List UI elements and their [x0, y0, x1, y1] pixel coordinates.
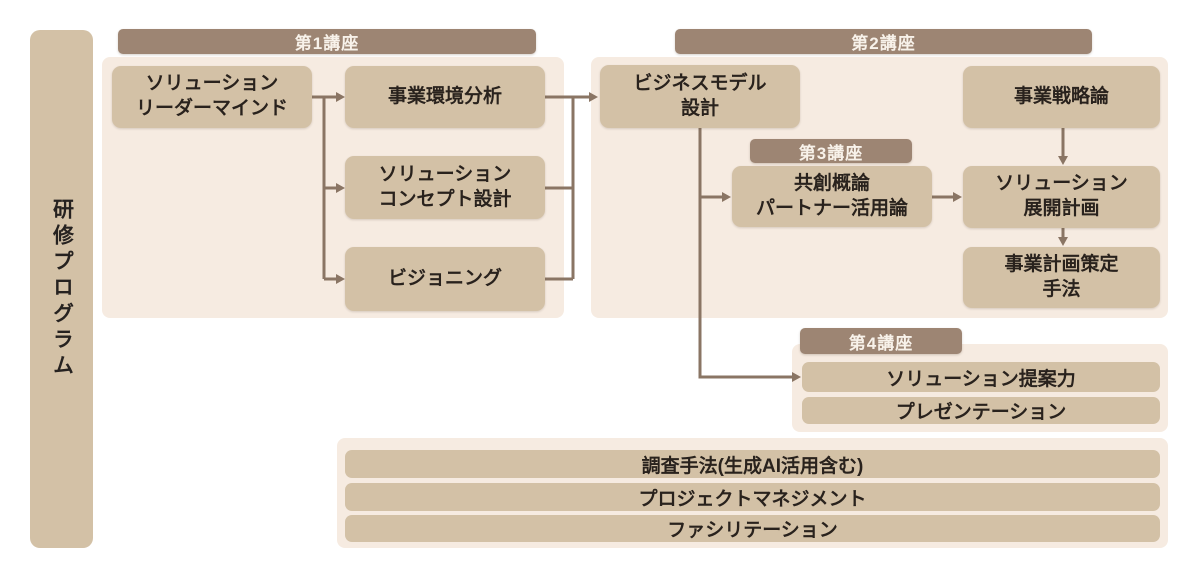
box-solution-proposal: ソリューション提案力: [802, 362, 1160, 392]
bar-facilitation: ファシリテーション: [345, 515, 1160, 542]
box-presentation: プレゼンテーション: [802, 397, 1160, 424]
program-label: 研修プログラム: [50, 198, 74, 380]
course2-header: 第2講座: [675, 29, 1092, 54]
box-solution-leader-mind: ソリューション リーダーマインド: [112, 66, 312, 128]
box-solution-deployment-plan: ソリューション 展開計画: [963, 166, 1160, 228]
box-business-strategy: 事業戦略論: [963, 66, 1160, 128]
bar-research-methods: 調査手法(生成AI活用含む): [345, 450, 1160, 478]
course1-header: 第1講座: [118, 29, 536, 54]
box-co-creation-partner: 共創概論 パートナー活用論: [732, 166, 932, 227]
box-business-plan-method: 事業計画策定 手法: [963, 247, 1160, 308]
box-visioning: ビジョニング: [345, 247, 545, 311]
box-business-model-design: ビジネスモデル 設計: [600, 65, 800, 128]
course4-header: 第4講座: [800, 328, 962, 354]
bar-project-management: プロジェクトマネジメント: [345, 483, 1160, 511]
box-solution-concept-design: ソリューション コンセプト設計: [345, 156, 545, 219]
program-sidebar: 研修プログラム: [30, 30, 93, 548]
box-business-env-analysis: 事業環境分析: [345, 66, 545, 128]
course3-header: 第3講座: [750, 139, 912, 163]
